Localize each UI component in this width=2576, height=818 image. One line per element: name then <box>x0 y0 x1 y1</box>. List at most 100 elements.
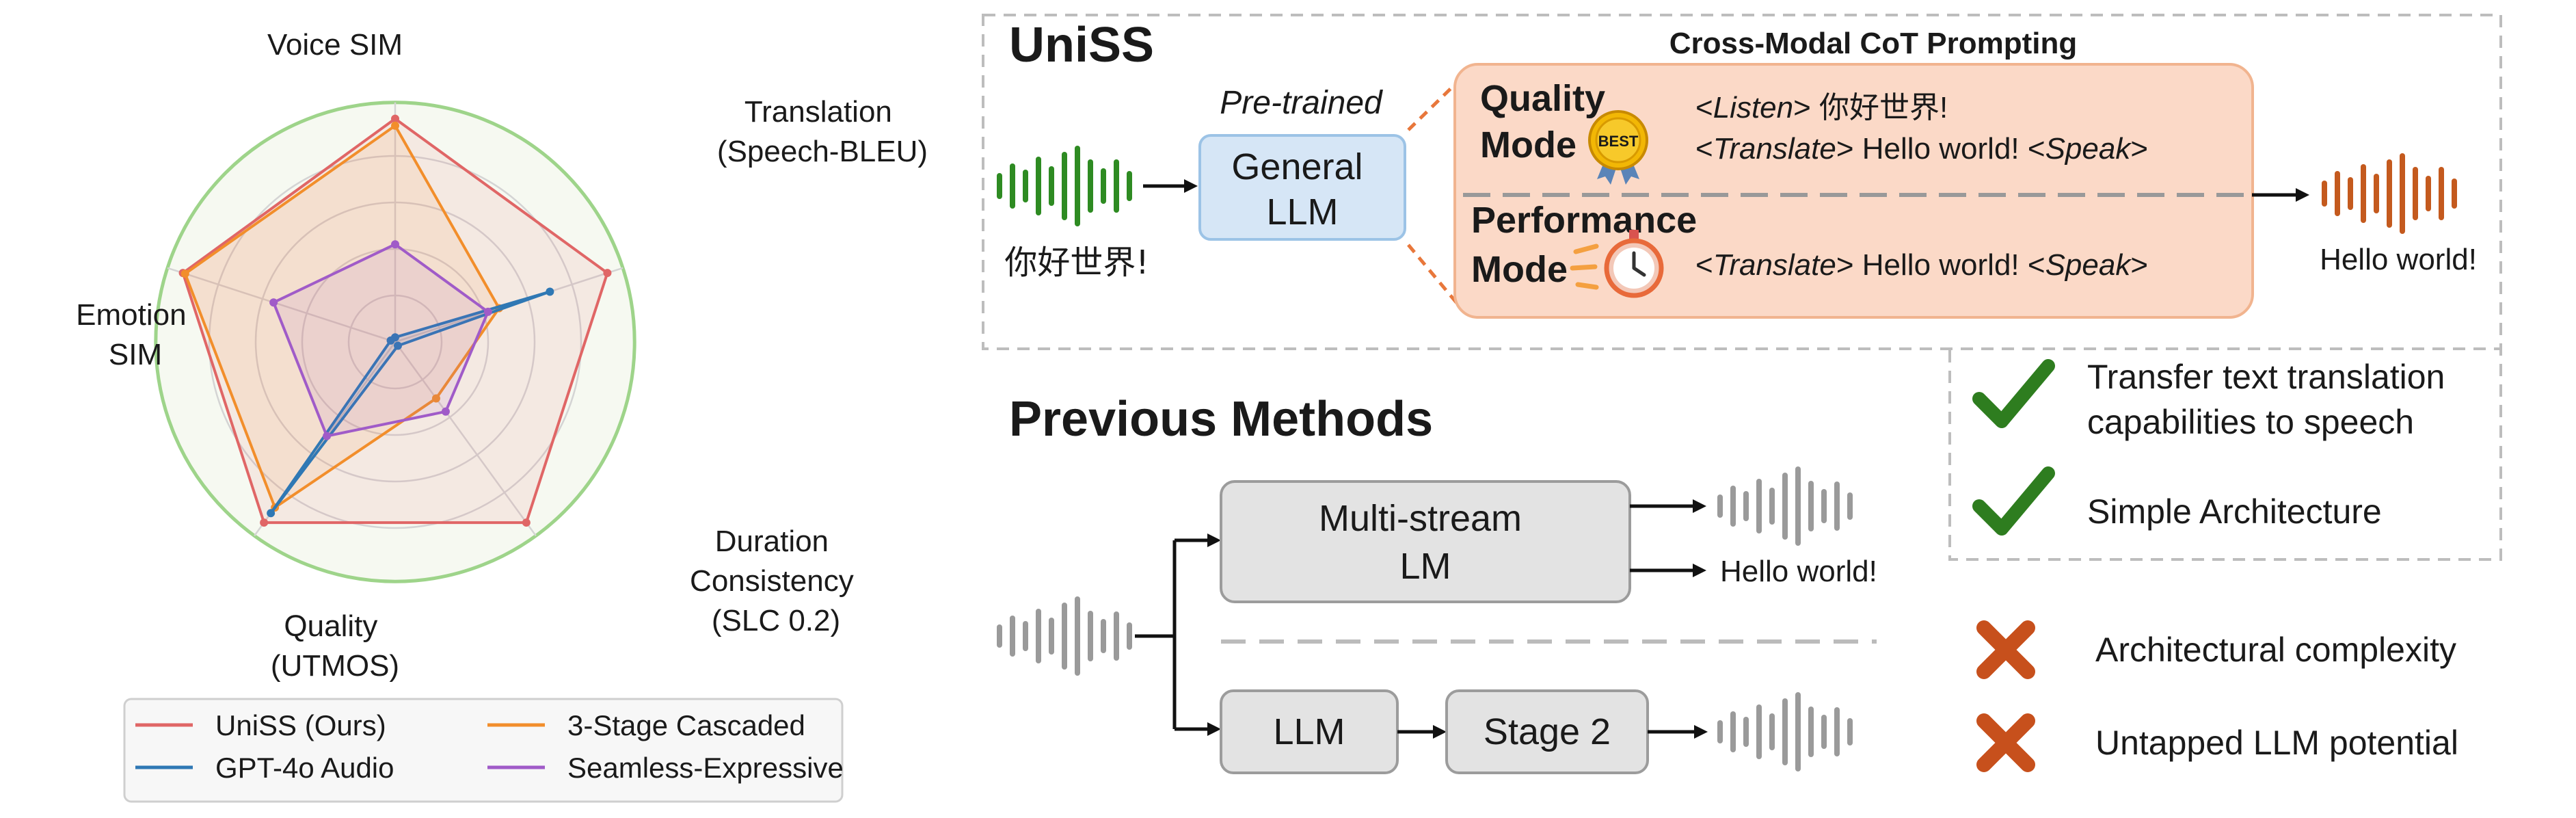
uniss-dashed-border <box>982 14 2502 350</box>
prompt-segment: > Hello world! < <box>1836 132 2045 166</box>
input-text: 你好世界! <box>1004 243 1149 282</box>
radar-point-3-stage-cascaded-4 <box>180 269 189 278</box>
radar-point-gpt-4o-audio-4 <box>386 336 395 345</box>
multistream-lm-box <box>1220 480 1631 603</box>
axis-label-translation: Translation (Speech-BLEU) <box>717 95 928 168</box>
quality-prompt-line-1: <Listen> 你好世界! <box>1695 91 1948 124</box>
general-llm-label: General LLM <box>1231 146 1373 233</box>
radar-grid <box>154 101 636 583</box>
radar-point-seamless-expressive-4 <box>269 298 278 307</box>
benefit-1: Transfer text translation capabilities t… <box>2087 358 2454 441</box>
arrow-head <box>2296 188 2309 202</box>
cross-icon <box>1976 620 2035 679</box>
general-llm-box <box>1198 134 1406 241</box>
axis-label-voice-sim: Voice SIM <box>267 28 403 62</box>
radar-point-seamless-expressive-1 <box>483 307 492 316</box>
stopwatch-crown <box>1629 230 1639 239</box>
arrow-head <box>1207 722 1221 736</box>
quality-mode-label: Quality Mode <box>1480 78 1615 166</box>
radar-series-seamless-expressive <box>271 242 490 438</box>
connector-top <box>1407 75 1464 131</box>
multistream-lm-label: Multi-stream LM <box>1319 498 1532 587</box>
radar-axis-labels: Voice SIM Translation (Speech-BLEU) Dura… <box>76 28 928 683</box>
cross-icon <box>1976 713 2035 772</box>
prompt-segment: Listen <box>1713 91 1793 124</box>
radar-point-seamless-expressive-3 <box>323 432 332 440</box>
arrow-head <box>1694 725 1708 739</box>
input-waveform-icon <box>997 596 1132 676</box>
speed-lines <box>1570 243 1599 290</box>
legend-label-uniss: UniSS (Ours) <box>215 709 386 741</box>
radar-point-gpt-4o-audio-3 <box>267 509 276 518</box>
stage2-label: Stage 2 <box>1484 711 1611 752</box>
stopwatch-icon <box>1570 230 1664 298</box>
radar-point-uniss-ours-3 <box>260 518 269 527</box>
radar-point-uniss-ours-1 <box>603 269 612 278</box>
axis-label-duration-consistency: Duration Consistency (SLC 0.2) <box>690 525 862 637</box>
medal-inner <box>1595 117 1641 163</box>
drawback-2: Untapped LLM potential <box>2095 724 2458 762</box>
output-waveform-icon <box>1717 692 1853 771</box>
legend-box <box>123 698 844 803</box>
check-icon <box>1972 359 2055 428</box>
prompt-segment: Speak <box>2045 248 2132 282</box>
radar-point-gpt-4o-audio-1 <box>546 287 554 296</box>
benefits-panel: Transfer text translation capabilities t… <box>1948 350 2502 561</box>
input-waveform-icon <box>997 146 1132 226</box>
prompt-segment: Translate <box>1713 132 1836 166</box>
arrow-head <box>1693 564 1706 577</box>
axis-label-emotion-sim: Emotion SIM <box>76 298 195 371</box>
prompt-segment: > <box>2130 132 2148 166</box>
output-waveform-icon <box>2322 153 2457 234</box>
cot-title: Cross-Modal CoT Prompting <box>1669 27 2077 60</box>
prompt-segment: > Hello world! < <box>1836 248 2045 282</box>
arrow-head <box>1433 725 1447 739</box>
radar-point-3-stage-cascaded-0 <box>391 121 399 130</box>
radar-series-uniss-ours <box>181 117 609 525</box>
previous-methods-panel: Previous Methods Multi-stream LM Hello w… <box>997 392 1877 774</box>
axis-label-quality: Quality (UTMOS) <box>271 609 399 683</box>
check-icon <box>1972 466 2055 536</box>
arrow-head <box>1693 499 1706 513</box>
benefits-dashed-border <box>1948 350 2502 561</box>
output-text: Hello world! <box>2320 243 2477 276</box>
radar-series <box>178 114 612 527</box>
legend-label-gpt4o: GPT-4o Audio <box>215 752 394 784</box>
radar-point-gpt-4o-audio-2 <box>393 341 402 350</box>
drawbacks-panel: Architectural complexity Untapped LLM po… <box>1976 620 2458 772</box>
radar-series-3-stage-cascaded <box>183 123 501 510</box>
prompt-segment: < <box>1695 248 1713 282</box>
best-badge-icon: BEST <box>1588 110 1648 185</box>
prompt-segment: > 你好世界! <box>1793 91 1948 124</box>
best-text: BEST <box>1598 133 1639 150</box>
drawback-1: Architectural complexity <box>2095 631 2456 669</box>
radar-point-seamless-expressive-0 <box>391 240 399 249</box>
radar-point-uniss-ours-0 <box>391 114 399 123</box>
performance-prompt-line: <Translate> Hello world! <Speak> <box>1695 248 2148 282</box>
stopwatch-hands <box>1632 251 1646 277</box>
performance-mode-label: Performance Mode <box>1471 200 1707 290</box>
arrow-head <box>1207 533 1221 547</box>
prompt-segment: > <box>2130 248 2148 282</box>
uniss-title: UniSS <box>1009 18 1154 72</box>
radar-chart: Voice SIM Translation (Speech-BLEU) Dura… <box>76 28 928 803</box>
radar-spoke <box>167 267 396 343</box>
output-waveform-icon <box>1717 466 1853 546</box>
quality-prompt-line-2: <Translate> Hello world! <Speak> <box>1695 132 2148 166</box>
arrow-head <box>1184 179 1198 193</box>
previous-llm-label: LLM <box>1273 711 1345 752</box>
radar-point-uniss-ours-2 <box>522 518 531 527</box>
prompt-segment: < <box>1695 132 1713 166</box>
prompt-segment: < <box>1695 91 1713 124</box>
pretrained-label: Pre-trained <box>1220 85 1383 121</box>
legend-label-cascaded: 3-Stage Cascaded <box>567 709 805 741</box>
previous-methods-title: Previous Methods <box>1009 392 1433 447</box>
legend-label-seamless: Seamless-Expressive <box>567 752 844 784</box>
radar-spoke <box>394 341 537 537</box>
multistream-output-text: Hello world! <box>1720 555 1877 588</box>
radar-point-3-stage-cascaded-2 <box>431 394 440 403</box>
benefit-2: Simple Architecture <box>2087 492 2382 531</box>
uniss-panel: UniSS Cross-Modal CoT Prompting 你好世界! Pr… <box>982 14 2502 350</box>
radar-legend: UniSS (Ours) 3-Stage Cascaded GPT-4o Aud… <box>123 698 844 803</box>
prompt-segment: Speak <box>2045 132 2132 166</box>
